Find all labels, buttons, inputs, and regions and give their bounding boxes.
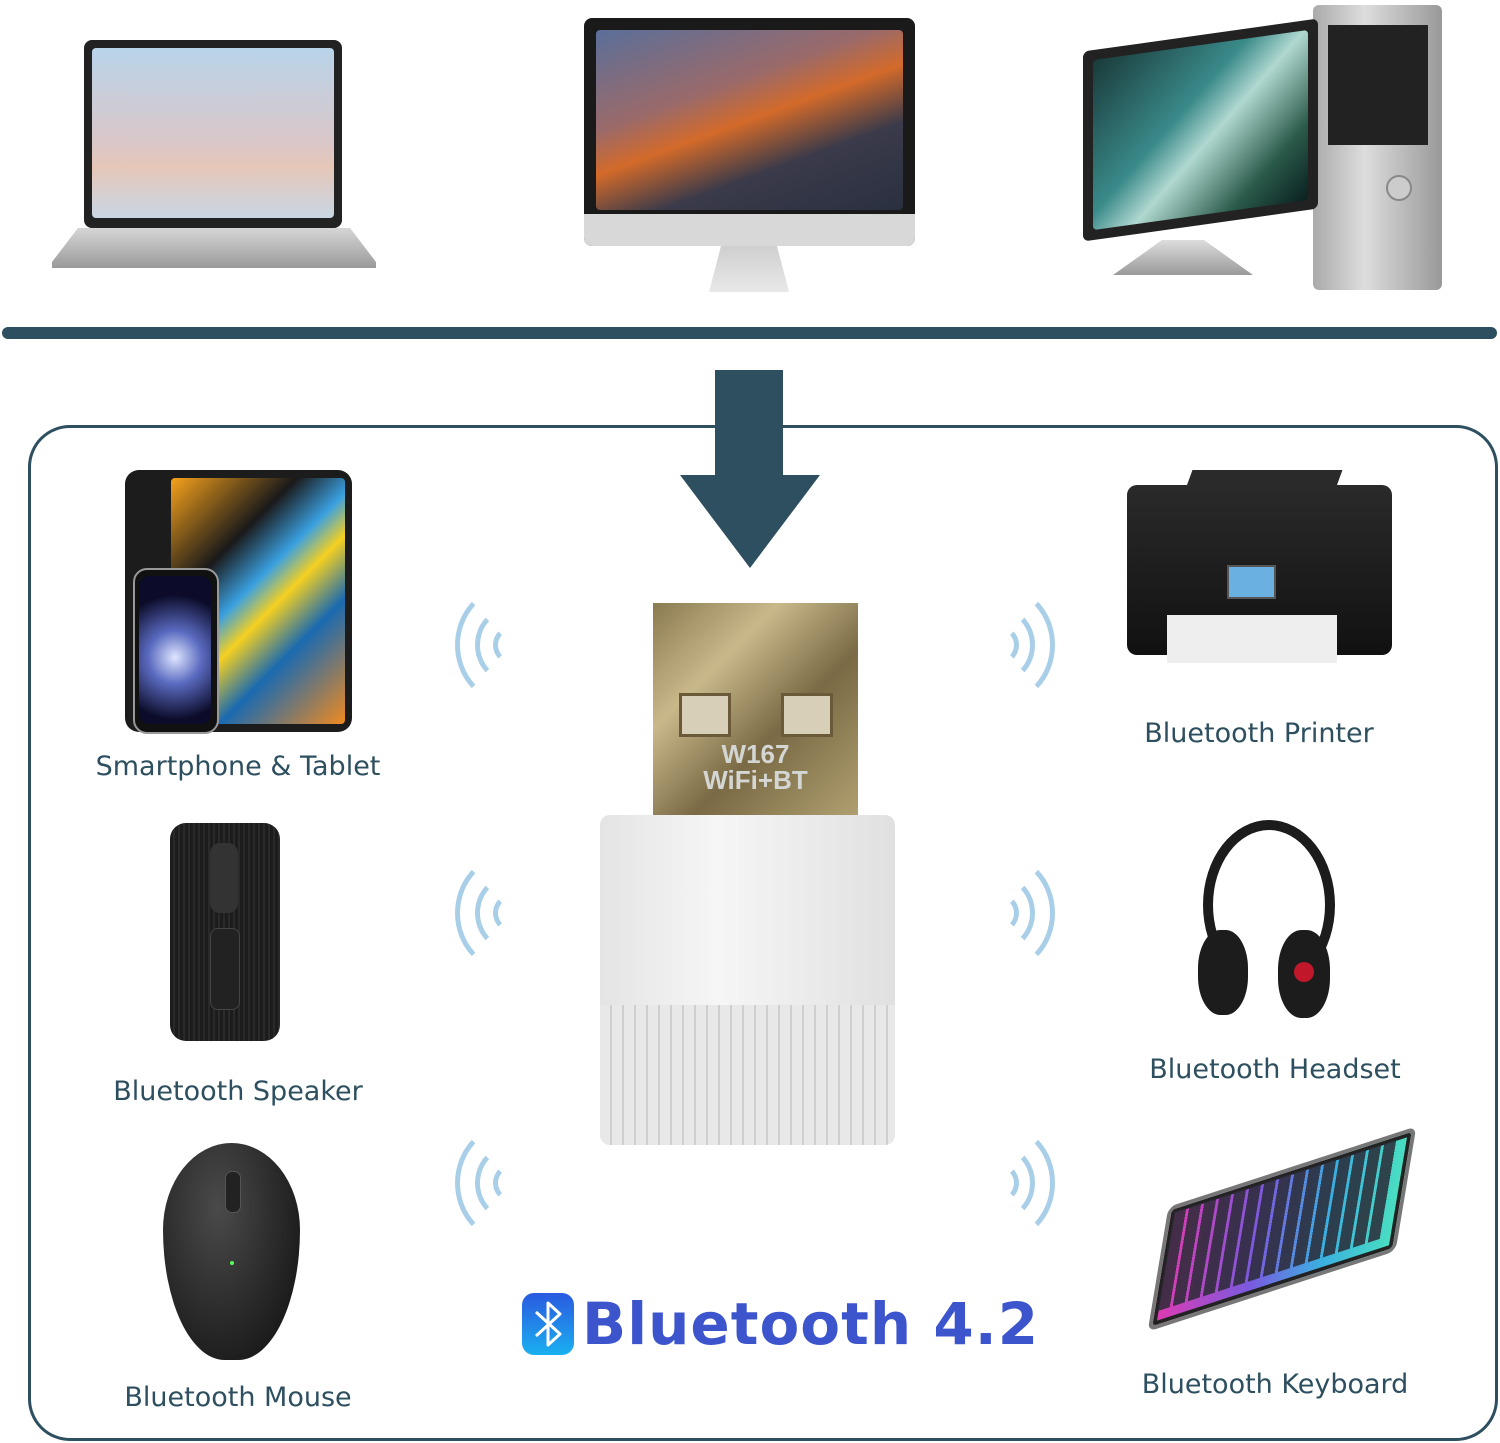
keyboard-label: Bluetooth Keyboard xyxy=(1141,1369,1409,1400)
usb-adapter-image: W167 WiFi+BT xyxy=(600,603,895,1145)
bluetooth-version-text: Bluetooth 4.2 xyxy=(582,1290,1040,1358)
adapter-model: W167 xyxy=(721,739,790,769)
divider-bar xyxy=(2,327,1497,339)
speaker-label: Bluetooth Speaker xyxy=(113,1076,363,1107)
imac-image xyxy=(584,18,915,292)
smartphone-tablet-label: Smartphone & Tablet xyxy=(95,751,381,782)
down-arrow-icon xyxy=(680,370,820,568)
mouse-image xyxy=(163,1143,300,1360)
devices-panel xyxy=(28,425,1498,1441)
tablet-phone-image xyxy=(125,470,352,734)
bluetooth-icon xyxy=(522,1293,574,1355)
keyboard-image xyxy=(1147,1126,1417,1332)
laptop-image xyxy=(52,40,376,268)
speaker-image xyxy=(170,823,280,1041)
headset-image xyxy=(1198,820,1335,1020)
usb-plug: W167 WiFi+BT xyxy=(653,603,858,818)
desktop-pc-image xyxy=(1083,5,1442,290)
usb-body xyxy=(600,815,895,1145)
printer-image xyxy=(1127,470,1392,665)
headset-label: Bluetooth Headset xyxy=(1149,1054,1401,1085)
bluetooth-badge: Bluetooth 4.2 xyxy=(522,1292,1039,1356)
printer-label: Bluetooth Printer xyxy=(1144,718,1374,749)
mouse-label: Bluetooth Mouse xyxy=(124,1382,352,1413)
adapter-type: WiFi+BT xyxy=(703,765,808,795)
